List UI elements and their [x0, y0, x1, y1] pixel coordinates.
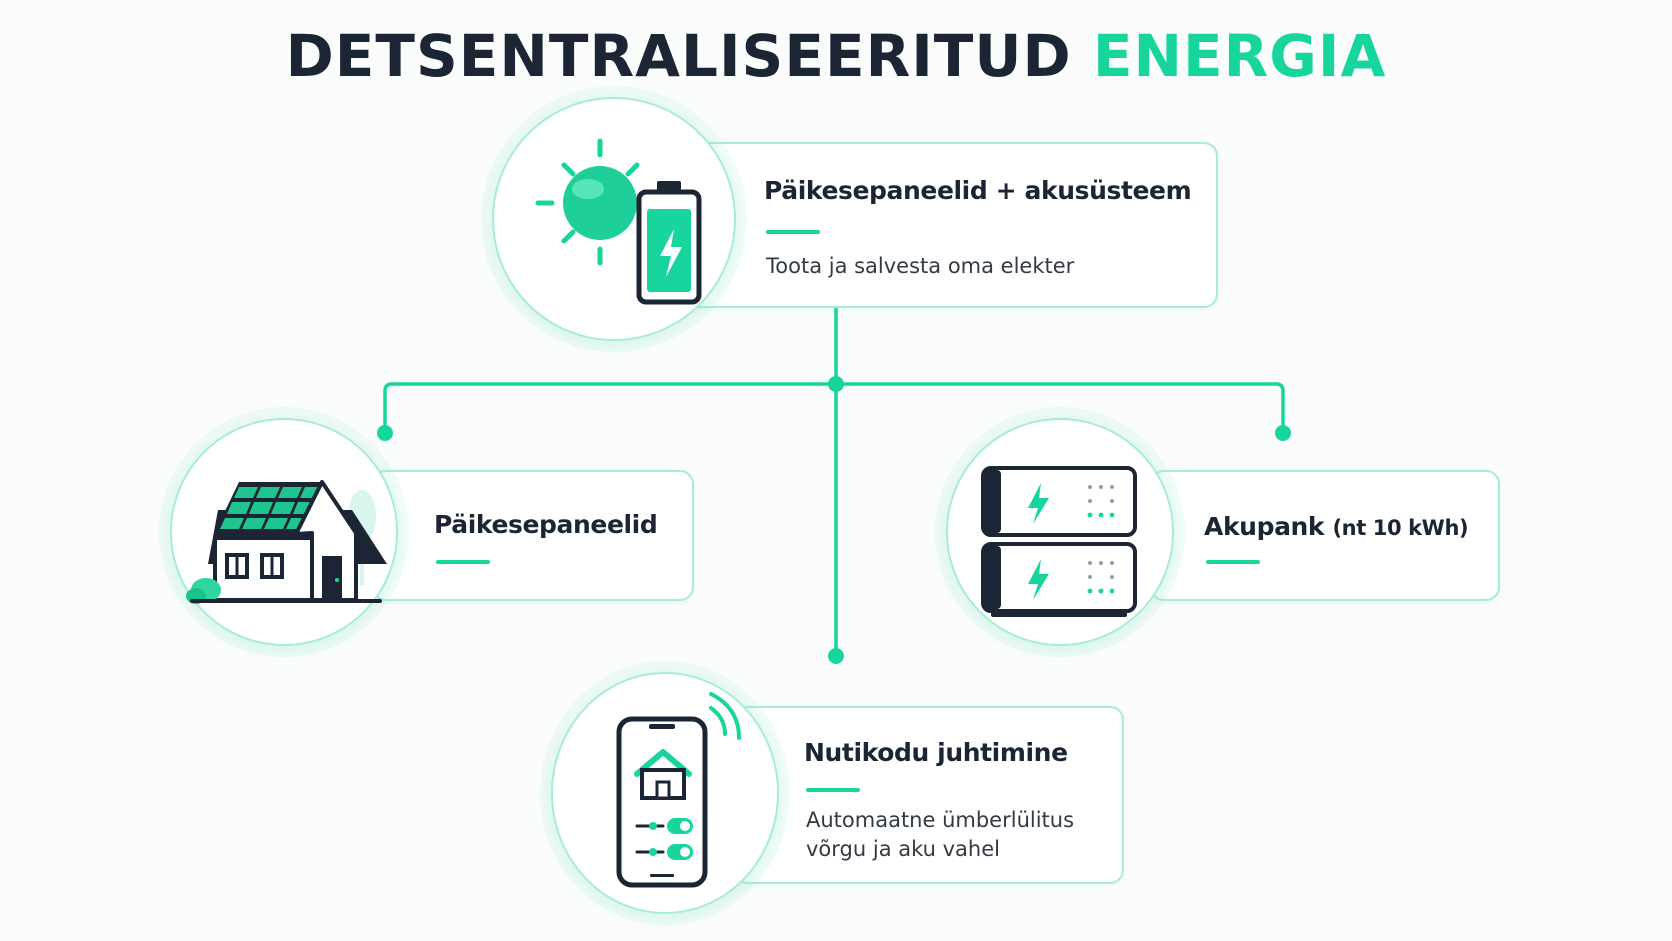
page-title: DETSENTRALISEERITUD ENERGIA [0, 14, 1672, 98]
card-title: Päikesepaneelid [434, 510, 658, 539]
card-accent-dash [806, 788, 860, 792]
card-title-main: Akupank [1204, 512, 1325, 541]
card-smart-home-control: Nutikodu juhtimine Automaatne ümberlülit… [734, 706, 1124, 884]
title-part-accent: ENERGIA [1092, 22, 1387, 90]
card-title-suffix: (nt 10 kWh) [1332, 516, 1469, 540]
house-solar-icon [186, 480, 387, 604]
card-description-line2: võrgu ja aku vahel [806, 837, 1000, 861]
battery-bank-icon [981, 466, 1137, 617]
card-description: Toota ja salvesta oma elekter [766, 254, 1075, 278]
icon-circle-top [492, 97, 736, 341]
connector-branch-left [383, 382, 838, 435]
card-accent-dash [1206, 560, 1260, 564]
connector-end-dot-left [377, 425, 393, 441]
connector-end-dot-bottom [828, 648, 844, 664]
icon-circle-right [946, 418, 1174, 646]
card-title: Akupank (nt 10 kWh) [1204, 512, 1469, 541]
card-accent-dash [766, 230, 820, 234]
card-battery-bank: Akupank (nt 10 kWh) [1150, 470, 1500, 601]
card-description-line1: Automaatne ümberlülitus [806, 808, 1075, 832]
connector-branch-right [834, 382, 1285, 435]
card-accent-dash [436, 560, 490, 564]
smartphone-home-icon [616, 692, 741, 888]
sun-battery-icon [535, 138, 702, 305]
connector-hub-dot [828, 376, 844, 392]
card-title: Päikesepaneelid + akusüsteem [764, 176, 1192, 205]
icon-circle-bottom [551, 672, 779, 914]
card-title: Nutikodu juhtimine [804, 738, 1068, 767]
card-solar-panels: Päikesepaneelid [372, 470, 694, 601]
icon-circle-left [170, 418, 398, 646]
card-solar-battery-system: Päikesepaneelid + akusüsteem Toota ja sa… [680, 142, 1218, 308]
connector-end-dot-right [1275, 425, 1291, 441]
title-part-dark: DETSENTRALISEERITUD [285, 22, 1072, 90]
